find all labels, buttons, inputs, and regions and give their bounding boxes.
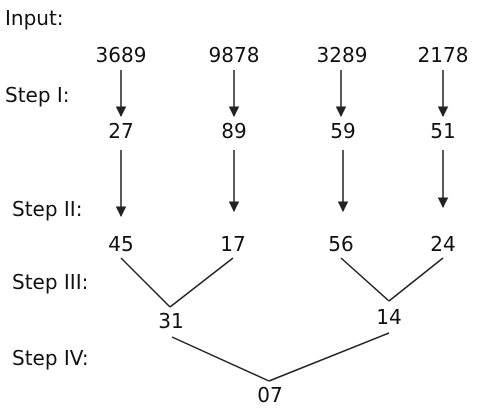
step-three-label: Step III: [12,270,89,294]
input-value-1: 3689 [95,43,147,67]
input-value-4: 2178 [417,43,469,67]
step-four-label: Step IV: [12,346,89,370]
step1-value-4: 51 [430,119,456,143]
step2-value-4: 24 [430,232,456,256]
input-value-2: 9878 [208,43,260,67]
input-value-3: 3289 [316,43,368,67]
step2-value-3: 56 [328,232,354,256]
step1-value-3: 59 [330,119,356,143]
step-one-label: Step I: [5,83,70,107]
merge-line-17-to-31 [169,257,234,308]
step2-value-2: 17 [220,232,246,256]
step-two-label: Step II: [12,197,83,221]
step4-value-1: 07 [257,383,283,407]
step1-value-2: 89 [221,119,247,143]
merge-line-31-to-07 [171,336,270,382]
step1-value-1: 27 [108,119,134,143]
input-label: Input: [5,6,64,30]
step3-value-1: 31 [158,309,184,333]
merge-line-56-to-14 [340,257,390,302]
merge-line-14-to-07 [268,332,390,382]
step2-value-1: 45 [108,232,134,256]
step3-value-2: 14 [376,305,402,329]
merge-line-24-to-14 [388,257,444,302]
merge-line-45-to-31 [120,257,171,308]
